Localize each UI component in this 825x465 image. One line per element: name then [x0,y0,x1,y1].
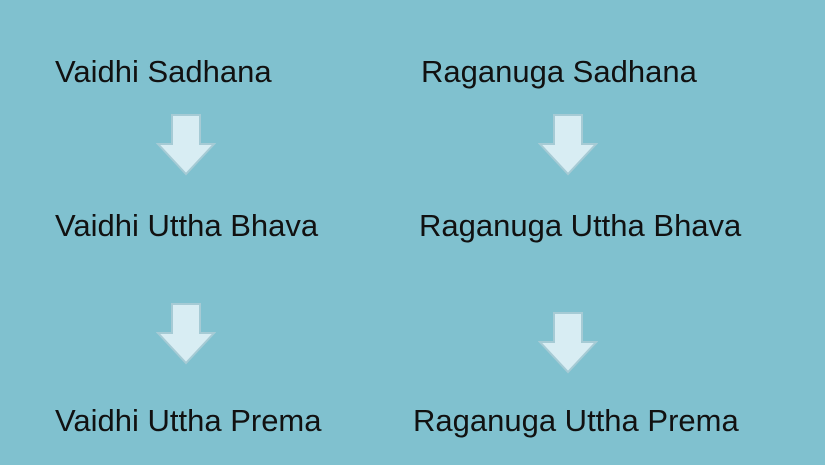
right-step-2: Raganuga Uttha Bhava [419,208,742,243]
down-arrow-icon [538,312,598,374]
down-arrow-icon [538,114,598,176]
left-step-3: Vaidhi Uttha Prema [55,403,322,438]
down-arrow-icon [156,114,216,176]
left-step-2: Vaidhi Uttha Bhava [55,208,319,243]
right-step-1: Raganuga Sadhana [421,54,697,89]
down-arrow-icon [156,303,216,365]
left-step-1: Vaidhi Sadhana [55,54,272,89]
right-step-3: Raganuga Uttha Prema [413,403,739,438]
